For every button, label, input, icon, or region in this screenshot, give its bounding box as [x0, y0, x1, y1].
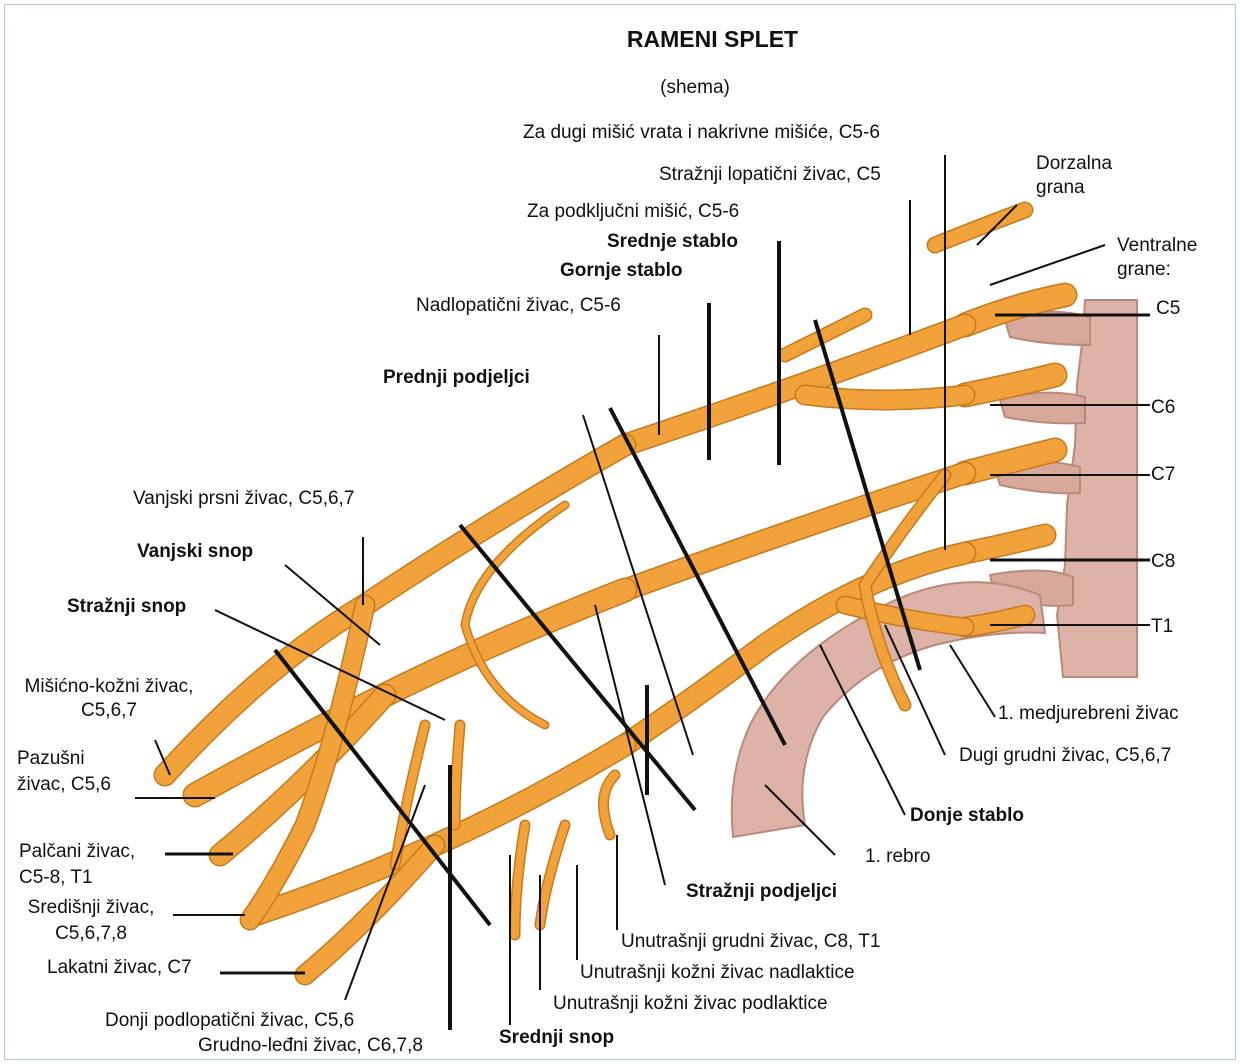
label-straznji-snop: Stražnji snop: [67, 596, 186, 618]
label-srednje-stablo: Srednje stablo: [607, 231, 738, 253]
diagram-subtitle: (shema): [635, 77, 755, 99]
label-unutrasnji-grudni-zivac: Unutrašnji grudni živac, C8, T1: [621, 931, 880, 953]
diagram-title: RAMENI SPLET: [585, 26, 840, 53]
label-za-dugi-misic: Za dugi mišić vrata i nakrivne mišiće, C…: [523, 122, 880, 144]
diagram-frame: RAMENI SPLET (shema) Za dugi mišić vrata…: [4, 4, 1236, 1060]
label-prvo-rebro: 1. rebro: [865, 846, 930, 868]
label-c7: C7: [1151, 464, 1175, 486]
label-palcani-zivac: Palčani živac, C5-8, T1: [19, 839, 135, 891]
label-t1: T1: [1151, 616, 1173, 638]
label-za-podkljucni-misic: Za podključni mišić, C5-6: [527, 201, 739, 223]
label-srednji-snop: Srednji snop: [499, 1027, 614, 1049]
label-misicno-kozni-zivac: Mišićno-kožni živac, C5,6,7: [9, 675, 209, 723]
label-dorzalna-grana: Dorzalna grana: [1036, 152, 1112, 200]
label-kozni-zivac-nadlaktice: Unutrašnji kožni živac nadlaktice: [580, 962, 855, 984]
label-medjurebreni-zivac: 1. medjurebreni živac: [998, 703, 1179, 725]
nerve-dorsal-ramus: [935, 210, 1025, 245]
label-lakatni-zivac: Lakatni živac, C7: [47, 957, 192, 979]
label-straznji-podjeljci: Stražnji podjeljci: [686, 881, 837, 903]
label-dugi-grudni-zivac: Dugi grudni živac, C5,6,7: [959, 745, 1171, 767]
nerve-c8-root: [965, 535, 1045, 553]
label-vanjski-prsni-zivac: Vanjski prsni živac, C5,6,7: [133, 488, 354, 510]
label-c8: C8: [1151, 551, 1175, 573]
leader-ventralne: [990, 245, 1105, 285]
label-donje-stablo: Donje stablo: [910, 805, 1024, 827]
label-donji-podlopaticni-zivac: Donji podlopatični živac, C5,6: [105, 1010, 354, 1032]
label-c6: C6: [1151, 397, 1175, 419]
label-gornje-stablo: Gornje stablo: [560, 260, 682, 282]
label-straznji-lopaticni-zivac: Stražnji lopatični živac, C5: [659, 164, 881, 186]
label-vanjski-snop: Vanjski snop: [137, 541, 253, 563]
label-grudno-ledni-zivac: Grudno-leđni živac, C6,7,8: [198, 1035, 423, 1057]
leader-medjurebreni: [950, 645, 995, 717]
label-kozni-zivac-podlaktice: Unutrašnji kožni živac podlaktice: [553, 993, 828, 1015]
label-c5: C5: [1156, 298, 1180, 320]
nerve-medial-branch-2: [540, 825, 565, 925]
label-ventralne-grane: Ventralne grane:: [1117, 234, 1197, 282]
leader-donji-podlopatic: [345, 785, 425, 1000]
label-nadlopaticni-zivac: Nadlopatični živac, C5-6: [416, 295, 621, 317]
label-pazusni-zivac: Pazušni živac, C5,6: [17, 746, 111, 798]
nerve-c6-join: [805, 395, 965, 400]
label-prednji-podjeljci: Prednji podjeljci: [383, 367, 530, 389]
label-sredisnji-zivac: Središnji živac, C5,6,7,8: [11, 895, 171, 947]
